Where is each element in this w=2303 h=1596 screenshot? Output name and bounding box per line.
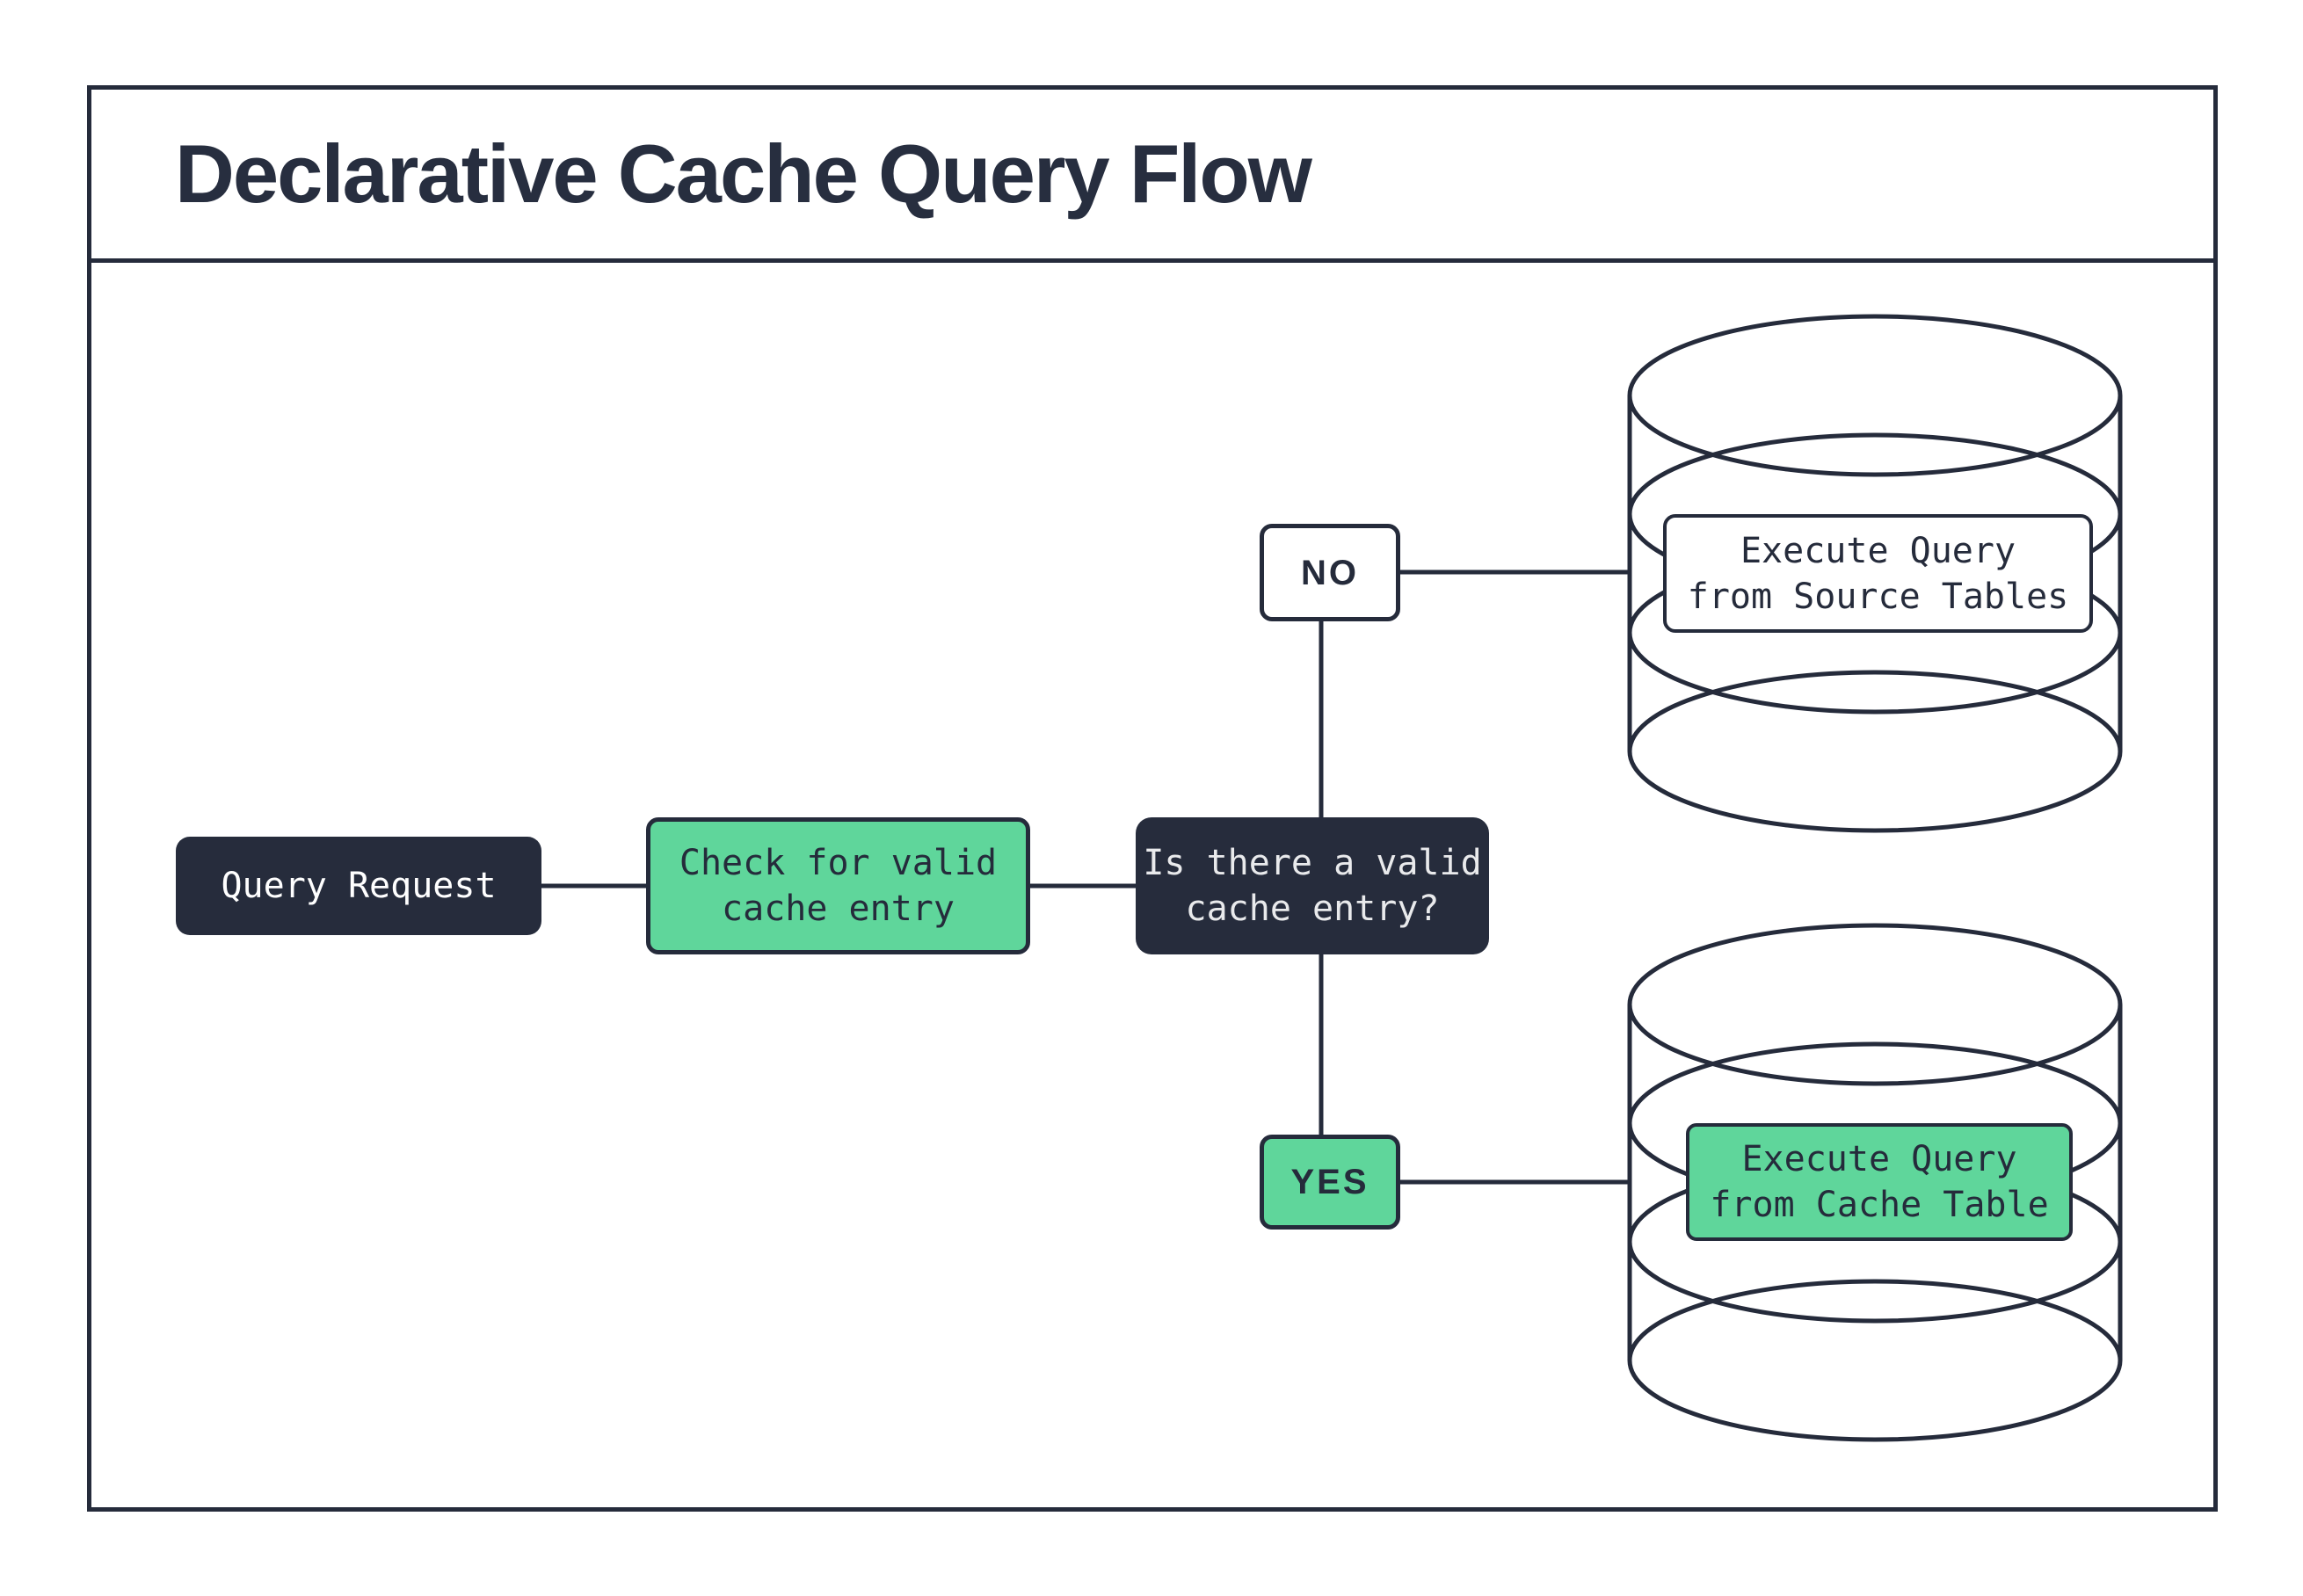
node-source-db-line2: from Source Tables (1687, 576, 2069, 617)
node-query-request-label: Query Request (221, 866, 497, 906)
node-check-cache: Check for valid cache entry (646, 817, 1030, 954)
node-cache-db-line2: from Cache Table (1710, 1185, 2049, 1225)
node-no-branch: NO (1260, 524, 1400, 621)
node-yes-label: YES (1290, 1163, 1369, 1201)
page-title: Declarative Cache Query Flow (175, 127, 1312, 220)
diagram-frame: Declarative Cache Query Flow (87, 85, 2218, 1512)
node-decision-line1: Is there a valid (1143, 843, 1482, 883)
node-check-cache-line1: Check for valid (679, 843, 998, 883)
node-decision: Is there a valid cache entry? (1136, 817, 1489, 954)
node-query-request: Query Request (176, 837, 541, 935)
node-cache-db-line1: Execute Query (1741, 1139, 2017, 1179)
node-decision-line2: cache entry? (1185, 889, 1440, 929)
node-yes-branch: YES (1260, 1135, 1400, 1230)
node-source-db-label: Execute Query from Source Tables (1663, 514, 2093, 633)
node-no-label: NO (1301, 553, 1359, 592)
node-source-db-line1: Execute Query (1740, 530, 2016, 571)
node-check-cache-line2: cache entry (722, 889, 955, 929)
title-bar: Declarative Cache Query Flow (91, 90, 2213, 263)
node-cache-db-label: Execute Query from Cache Table (1686, 1123, 2073, 1241)
